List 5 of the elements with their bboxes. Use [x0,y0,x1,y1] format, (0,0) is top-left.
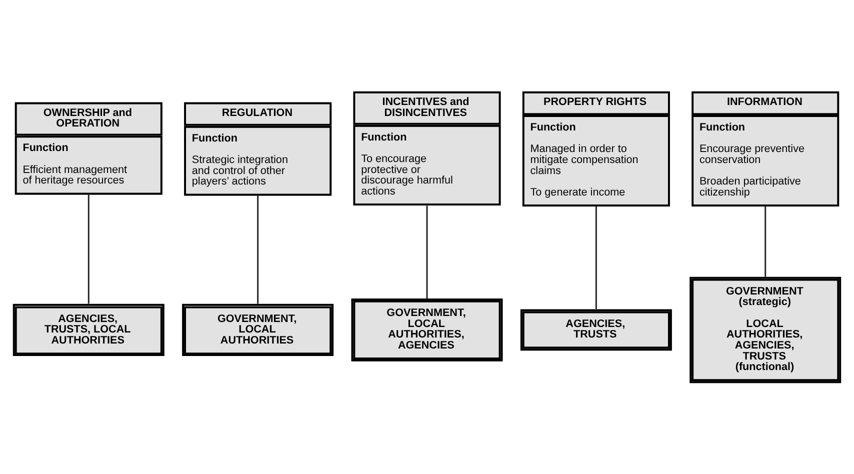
connector [257,195,259,304]
connector [426,206,428,298]
connector [764,206,766,277]
connector [595,206,597,309]
connector [88,194,90,304]
